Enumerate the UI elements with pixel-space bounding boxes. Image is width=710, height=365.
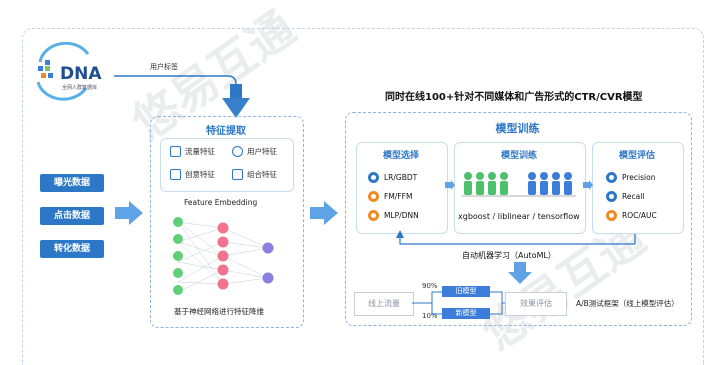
gear-icon: [606, 210, 617, 221]
online-traffic-box: 线上流量: [354, 292, 414, 316]
dna-logo-subtitle: 全网人群数据库: [62, 85, 98, 91]
new-model-tag: 新模型: [442, 308, 490, 319]
old-model-tag: 旧模型: [442, 286, 490, 297]
dna-swirl-icon: [36, 41, 90, 101]
gear-icon: [368, 191, 379, 202]
model-training-panel: [345, 112, 692, 326]
image-icon: [170, 169, 181, 180]
precision-item: Precision: [606, 172, 655, 183]
automl-label: 自动机器学习（AutoML）: [462, 251, 556, 260]
layers-icon: [170, 146, 181, 157]
arrow-right-icon: [445, 180, 455, 190]
traffic-90-percent: 90%: [422, 282, 438, 290]
outer-frame: [22, 28, 704, 365]
arrow-to-feature-icon: [115, 201, 143, 225]
arrow-down-icon: [508, 262, 532, 284]
headline: 同时在线100+针对不同媒体和广告形式的CTR/CVR模型: [385, 92, 643, 103]
roc-auc-item: ROC/AUC: [606, 210, 657, 221]
user-tag-arrow: [114, 75, 250, 118]
fm-ffm-item: FM/FFM: [368, 191, 412, 202]
mlp-dnn-item: MLP/DNN: [368, 210, 419, 221]
feature-extraction-panel: [150, 116, 304, 328]
gear-icon: [606, 172, 617, 183]
people-group-icon: [462, 172, 576, 197]
gear-icon: [606, 191, 617, 202]
automl-loop-arrow: [396, 230, 636, 245]
feature-reduction-caption: 基于神经网络进行特征降维: [174, 307, 264, 316]
user-tag-label: 用户标签: [150, 63, 178, 71]
traffic-feature: 流量特征: [170, 146, 215, 157]
gear-icon: [368, 172, 379, 183]
training-tools-label: xgboost / liblinear / tensorflow: [458, 212, 580, 221]
arrow-right-icon: [583, 180, 593, 190]
creative-feature: 创意特征: [170, 169, 215, 180]
ab-test-label: A/B测试框架（线上模型评估）: [576, 299, 679, 308]
effect-evaluation-box: 效果评估: [505, 292, 567, 316]
neural-network-graphic: [173, 217, 274, 295]
model-selection-title: 模型选择: [382, 151, 419, 161]
combo-feature: 组合特征: [232, 169, 277, 180]
combine-icon: [232, 169, 243, 180]
gear-icon: [368, 210, 379, 221]
model-evaluation-title: 模型评估: [618, 151, 655, 161]
training-tools-title: 模型训练: [500, 151, 537, 161]
feature-items-box: [160, 138, 294, 192]
dna-logo: DNA 全网人群数据库: [28, 41, 128, 102]
user-feature: 用户特征: [232, 146, 277, 157]
click-data-button[interactable]: 点击数据: [40, 207, 104, 225]
user-icon: [232, 146, 243, 157]
conversion-data-button[interactable]: 转化数据: [40, 240, 104, 258]
arrow-to-training-icon: [310, 201, 338, 225]
traffic-10-percent: 10%: [422, 312, 438, 320]
feature-extraction-title: 特征提取: [206, 126, 246, 137]
exposure-data-button[interactable]: 曝光数据: [40, 174, 104, 192]
recall-item: Recall: [606, 191, 644, 202]
dna-logo-text: DNA: [60, 64, 102, 84]
feature-embedding-label: Feature Embedding: [184, 198, 258, 207]
lr-gbdt-item: LR/GBDT: [368, 172, 417, 183]
model-training-title: 模型训练: [495, 122, 540, 135]
